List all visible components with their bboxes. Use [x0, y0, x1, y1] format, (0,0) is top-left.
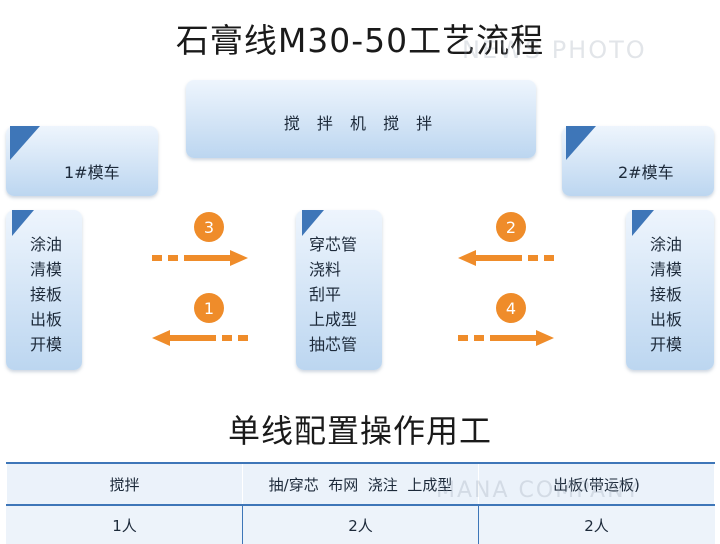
- mold-car-2-box: 2#模车: [562, 126, 714, 196]
- left-station-box: 涂油 清模 接板 出板 开模: [6, 210, 82, 370]
- step-item: 出板: [30, 310, 63, 329]
- flow-step-4-badge: 4: [496, 293, 526, 323]
- table-cell: 2人: [242, 505, 479, 544]
- right-station-box: 涂油 清模 接板 出板 开模: [626, 210, 714, 370]
- corner-notch-icon: [12, 210, 34, 236]
- table-row: 1人 2人 2人: [6, 505, 715, 544]
- flow-step-1-badge: 1: [194, 293, 224, 323]
- flow-step-3-badge: 3: [194, 212, 224, 242]
- right-station-steps: 涂油 清模 接板 出板 开模: [650, 232, 682, 357]
- step-item: 清模: [30, 260, 63, 279]
- column-header: 抽/穿芯 布网 浇注 上成型: [242, 462, 479, 506]
- corner-notch-icon: [302, 210, 324, 236]
- step-item: 浇料: [309, 260, 342, 279]
- step-item: 开模: [650, 335, 683, 354]
- left-station-steps: 涂油 清模 接板 出板 开模: [30, 232, 62, 357]
- step-item: 接板: [30, 285, 63, 304]
- flow-step-2-badge: 2: [496, 212, 526, 242]
- table-header-row: 搅拌 抽/穿芯 布网 浇注 上成型 出板(带运板): [6, 462, 715, 506]
- step-item: 出板: [650, 310, 683, 329]
- table-cell: 1人: [6, 505, 243, 544]
- staffing-title: 单线配置操作用工: [227, 412, 492, 450]
- step-item: 穿芯管: [309, 235, 358, 254]
- step-item: 接板: [650, 285, 683, 304]
- mixer-label: 搅 拌 机 搅 拌: [283, 114, 439, 133]
- step-item: 开模: [30, 335, 63, 354]
- mixer-box: 搅 拌 机 搅 拌: [186, 80, 536, 158]
- table-cell: 2人: [478, 505, 715, 544]
- center-station-box: 穿芯管 浇料 刮平 上成型 抽芯管: [296, 210, 382, 370]
- center-station-steps: 穿芯管 浇料 刮平 上成型 抽芯管: [309, 232, 357, 357]
- arrow-right-icon: [152, 250, 248, 266]
- mold-car-2-label: 2#模车: [618, 163, 674, 182]
- page-title: 石膏线M30-50工艺流程: [175, 21, 545, 60]
- column-header: 出板(带运板): [478, 462, 715, 506]
- arrow-left-icon: [152, 330, 248, 346]
- arrow-right-icon: [458, 330, 554, 346]
- corner-notch-icon: [10, 126, 40, 160]
- step-item: 清模: [650, 260, 683, 279]
- mold-car-1-box: 1#模车: [6, 126, 158, 196]
- step-item: 刮平: [309, 285, 342, 304]
- step-item: 涂油: [30, 235, 63, 254]
- staffing-table: 搅拌 抽/穿芯 布网 浇注 上成型 出板(带运板) 1人 2人 2人: [6, 462, 715, 544]
- corner-notch-icon: [632, 210, 654, 236]
- mold-car-1-label: 1#模车: [64, 163, 120, 182]
- corner-notch-icon: [566, 126, 596, 160]
- step-item: 上成型: [309, 310, 358, 329]
- watermark-mana-company: MANA COMPANY: [436, 478, 641, 503]
- watermark-news-photo: NEWS PHOTO: [462, 36, 647, 64]
- column-header: 搅拌: [6, 462, 243, 506]
- step-item: 抽芯管: [309, 335, 358, 354]
- step-item: 涂油: [650, 235, 683, 254]
- arrow-left-icon: [458, 250, 554, 266]
